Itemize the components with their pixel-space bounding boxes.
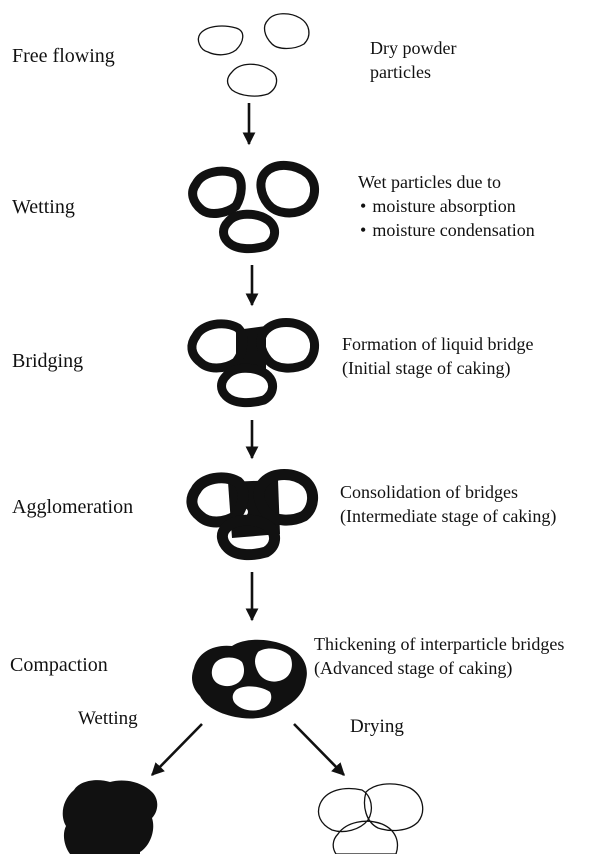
arrow-drying xyxy=(293,723,345,776)
branch-label-wetting: Wetting xyxy=(78,708,138,729)
arrows xyxy=(151,103,345,776)
wet-particles-icon xyxy=(188,161,319,254)
description-line: Wet particles due to xyxy=(358,172,501,192)
stage-description-free-flowing: Dry powder particles xyxy=(370,36,456,84)
stage-label-compaction: Compaction xyxy=(10,654,108,676)
stage-description-bridging: Formation of liquid bridge (Initial stag… xyxy=(342,332,533,380)
bullet-item: moisture condensation xyxy=(358,218,535,242)
description-line: (Intermediate stage of caking) xyxy=(340,506,557,526)
bullet-item: moisture absorption xyxy=(358,194,535,218)
description-line: (Advanced stage of caking) xyxy=(314,658,513,678)
stage-description-agglomeration: Consolidation of bridges (Intermediate s… xyxy=(340,480,556,528)
description-line: Formation of liquid bridge xyxy=(342,334,534,354)
caked-solid-mass-icon xyxy=(62,780,158,854)
stage-label-wetting: Wetting xyxy=(12,196,75,218)
description-line: Dry powder xyxy=(370,38,457,58)
description-line: particles xyxy=(370,62,431,82)
description-line: Thickening of interparticle bridges xyxy=(314,634,565,654)
description-line: Consolidation of bridges xyxy=(340,482,518,502)
dry-particles-icon xyxy=(197,13,310,97)
stage-description-wetting: Wet particles due to moisture absorption… xyxy=(358,170,535,242)
bridging-particles-icon xyxy=(187,318,319,408)
arrow-wetting xyxy=(151,723,203,776)
agglomeration-particles-icon xyxy=(186,469,318,561)
stage-label-agglomeration: Agglomeration xyxy=(12,496,134,518)
stage-label-free-flowing: Free flowing xyxy=(12,45,115,67)
stage-label-bridging: Bridging xyxy=(12,350,84,372)
compaction-particles-icon xyxy=(192,639,307,719)
description-line: (Initial stage of caking) xyxy=(342,358,511,378)
branch-label-drying: Drying xyxy=(350,716,404,737)
bullet-text: moisture absorption xyxy=(372,196,516,216)
stage-description-compaction: Thickening of interparticle bridges (Adv… xyxy=(314,632,564,680)
dried-agglomerate-icon xyxy=(317,783,424,854)
bullet-text: moisture condensation xyxy=(372,220,535,240)
